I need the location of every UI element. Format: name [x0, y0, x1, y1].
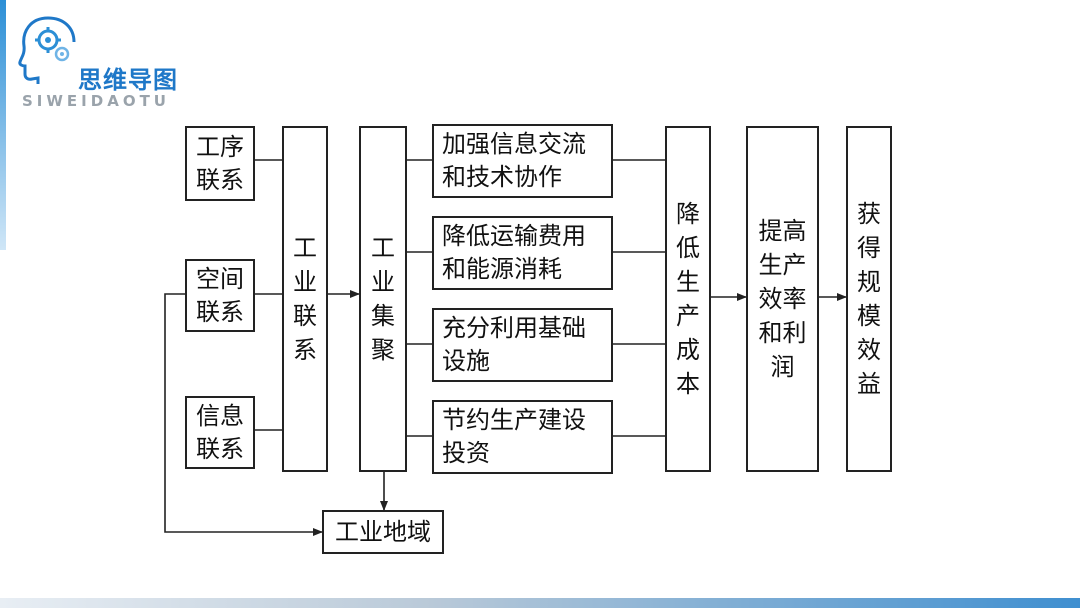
scale-benefit-label: 获得规模效益: [856, 200, 881, 398]
brand-title: 思维导图: [78, 66, 178, 94]
raise-efficiency-box: 提高生产效率和利润: [746, 126, 819, 472]
reduce-cost-label: 降低生产成本: [675, 200, 700, 398]
industrial-region-box: 工业地域: [322, 510, 444, 554]
benefit-box-investment: 节约生产建设 投资: [432, 400, 613, 474]
benefit-box-infrastructure: 充分利用基础 设施: [432, 308, 613, 382]
benefit-box-info-exchange: 加强信息交流 和技术协作: [432, 124, 613, 198]
left-accent-bar: [0, 0, 6, 250]
head-gears-icon: [18, 16, 76, 84]
industrial-link-box: 工业联系: [282, 126, 328, 472]
industrial-link-label: 工业联系: [292, 234, 317, 364]
brand-logo: 思维导图 SIWEIDAOTU: [18, 12, 218, 110]
info-link-box: 信息 联系: [185, 396, 255, 469]
bottom-decor-band: [0, 598, 1080, 608]
process-link-box: 工序 联系: [185, 126, 255, 201]
benefit-box-transport-cost: 降低运输费用 和能源消耗: [432, 216, 613, 290]
brand-subtitle: SIWEIDAOTU: [22, 92, 170, 110]
scale-benefit-box: 获得规模效益: [846, 126, 892, 472]
reduce-cost-box: 降低生产成本: [665, 126, 711, 472]
spatial-link-box: 空间 联系: [185, 259, 255, 332]
raise-efficiency-label: 提高生产效率和利润: [758, 217, 807, 381]
agglomeration-box: 工业集聚: [359, 126, 407, 472]
agglomeration-label: 工业集聚: [370, 234, 395, 364]
